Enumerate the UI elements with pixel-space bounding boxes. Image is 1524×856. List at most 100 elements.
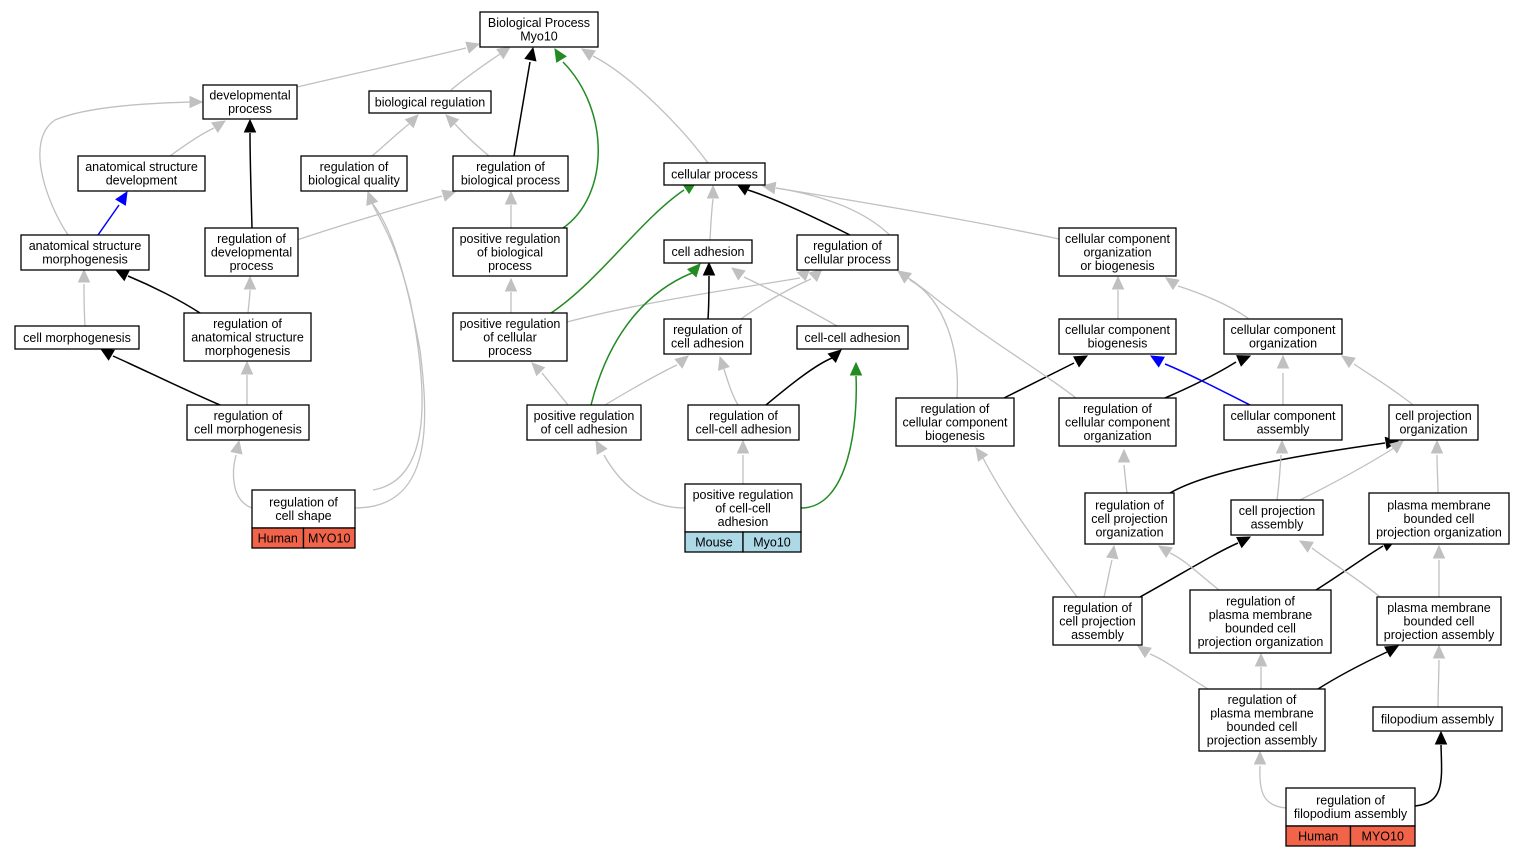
edge-line [1169, 442, 1386, 494]
node-label-line: bounded cell [1404, 614, 1475, 628]
node-label-line: cell projection [1239, 504, 1315, 518]
node-box [796, 325, 909, 350]
edge-arrowhead [1276, 354, 1290, 369]
node-box [452, 312, 568, 362]
edge-arrowhead [211, 120, 227, 134]
edge-line [450, 53, 501, 91]
edge-arrowhead [504, 190, 518, 205]
node-label-line: anatomical structure [85, 160, 198, 174]
gene-cell [302, 527, 356, 549]
node-label-line: assembly [1071, 628, 1125, 642]
node-box [663, 162, 766, 186]
node-label-line: development [106, 174, 178, 188]
edge-arrowhead [731, 267, 746, 281]
edge-arrowhead [230, 439, 243, 455]
edge-line [1436, 454, 1439, 494]
edge-line [1259, 765, 1287, 809]
go-term-node-cp[interactable]: cellular process [663, 162, 766, 186]
node-box [684, 483, 802, 533]
node-label-line: assembly [1251, 518, 1305, 532]
edge-arrowhead [1430, 439, 1444, 454]
node-box [20, 234, 150, 271]
node-label-line: process [488, 259, 532, 273]
node-box [14, 325, 140, 350]
node-label-line: of cellular [483, 330, 537, 344]
edge-arrowhead [1165, 277, 1180, 291]
node-label-line: regulation of [1226, 595, 1295, 609]
node-box [204, 227, 299, 277]
edge-line [982, 457, 1078, 598]
node-label-line: plasma membrane [1210, 707, 1314, 721]
node-label-line: regulation of [214, 409, 283, 423]
edge-line [247, 289, 251, 314]
edge-arrowhead [674, 355, 689, 369]
go-term-node-cm[interactable]: cell morphogenesis [14, 325, 140, 350]
node-label-line: positive regulation [693, 488, 794, 502]
go-term-node-cca[interactable]: cell-cell adhesion [796, 325, 909, 350]
edge-line [541, 372, 569, 406]
go-term-node-ca[interactable]: cell adhesion [663, 239, 753, 264]
edge-arrowhead [99, 348, 115, 361]
node-label-line: biogenesis [1088, 337, 1148, 351]
node-label-line: cell adhesion [672, 245, 745, 259]
edge-line [592, 55, 709, 164]
edge-line [1177, 285, 1250, 320]
node-label-line: anatomical structure [191, 330, 304, 344]
node-label-line: morphogenesis [205, 344, 290, 358]
edge-line [723, 368, 739, 406]
edge-line [1299, 447, 1395, 501]
edge-arrowhead [1432, 644, 1446, 659]
edge-line [1139, 542, 1239, 598]
node-box [1388, 404, 1479, 441]
go-term-node-fa[interactable]: filopodium assembly [1372, 706, 1503, 732]
go-term-node-bioreg[interactable]: biological regulation [368, 90, 492, 114]
edge-arrowhead [717, 355, 730, 371]
node-box [1285, 787, 1416, 827]
node-box [202, 84, 298, 120]
node-box [1084, 492, 1175, 545]
node-box [895, 397, 1015, 447]
edge-line [743, 276, 838, 327]
node-box [251, 489, 356, 529]
edge-arrowhead [404, 114, 419, 129]
edge-arrowhead [445, 114, 460, 129]
species-label: Mouse [695, 535, 733, 549]
edge-arrowhead [554, 47, 567, 63]
node-label-line: projection organization [1198, 635, 1324, 649]
gene-label: MYO10 [1362, 829, 1404, 843]
edge-line [562, 61, 599, 229]
